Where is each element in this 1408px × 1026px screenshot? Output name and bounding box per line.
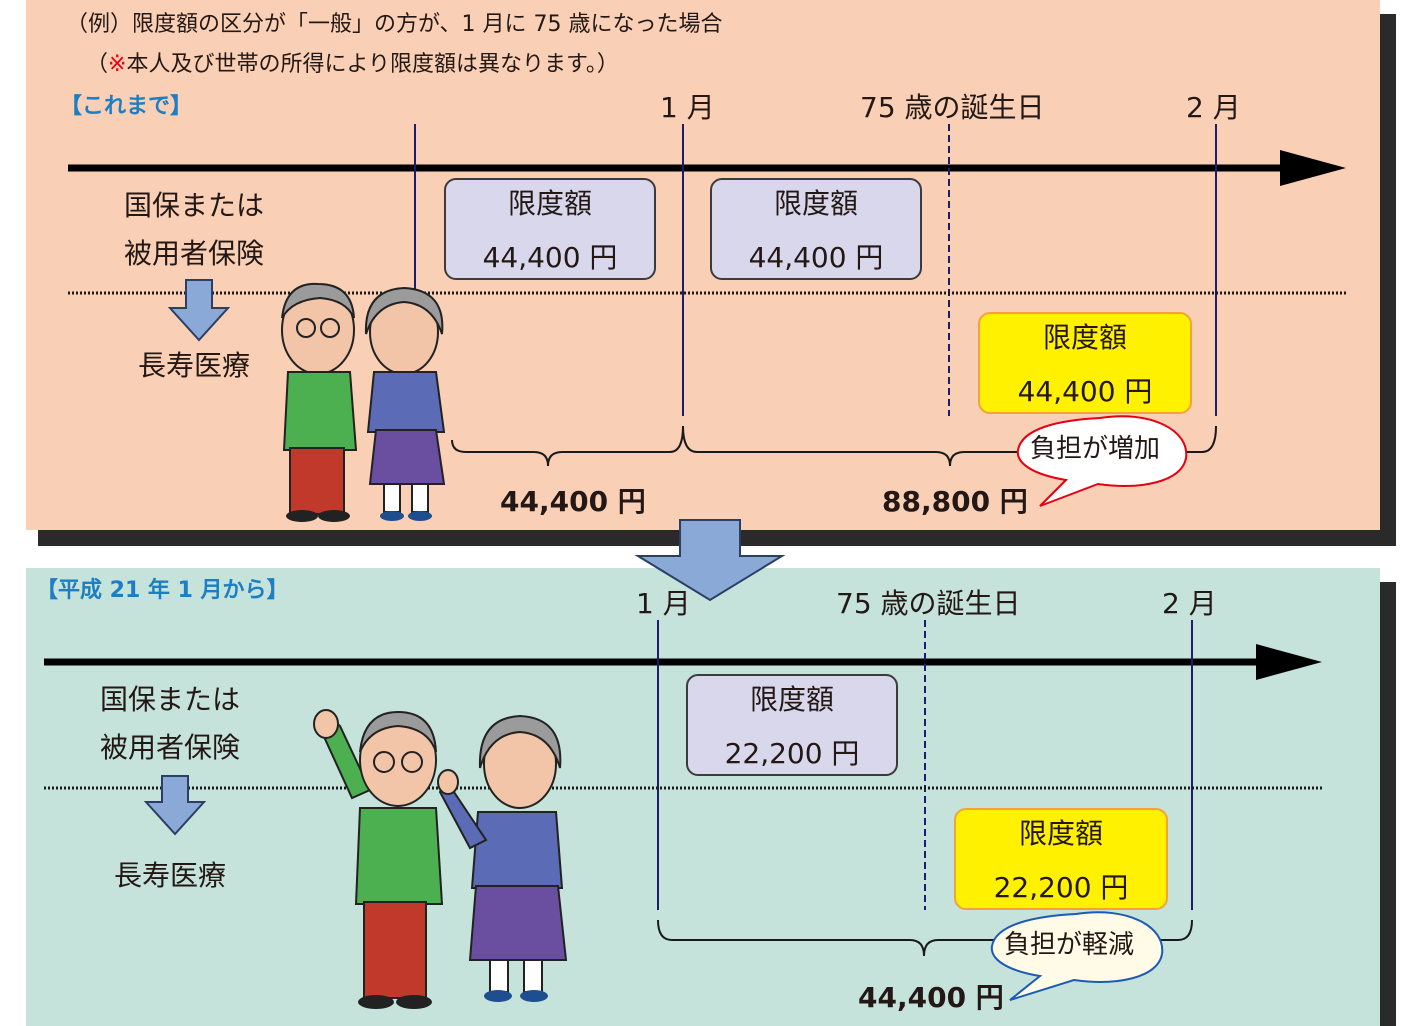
- transition-arrow-center-icon: [634, 519, 786, 602]
- before-section-label: 【これまで】: [60, 94, 193, 119]
- limit-box-top-3: 限度額 44,400 円: [978, 312, 1192, 414]
- insurance-upper-line1-bottom: 国保または: [100, 683, 241, 716]
- brace-2-top: [682, 425, 1217, 467]
- brace-1-top: [451, 425, 684, 467]
- limit-box-title: 限度額: [773, 187, 858, 220]
- note-mark: ※: [108, 52, 127, 77]
- limit-box-top-1: 限度額 44,400 円: [444, 178, 656, 280]
- burden-decrease-label: 負担が軽減: [1004, 930, 1135, 960]
- after-section-label: 【平成 21 年 1 月から】: [36, 578, 289, 603]
- limit-box-amount: 22,200 円: [724, 737, 860, 770]
- limit-box-title: 限度額: [1042, 321, 1127, 354]
- limit-box-amount: 44,400 円: [748, 241, 884, 274]
- label-feb-bottom: 2 月: [1162, 587, 1217, 620]
- note-open-paren: （: [86, 52, 109, 77]
- insurance-upper-line2-bottom: 被用者保険: [100, 731, 241, 764]
- total-second-period-top: 88,800 円: [882, 485, 1028, 518]
- insurance-upper-line2-top: 被用者保険: [124, 237, 265, 270]
- transition-arrow-small-icon: [143, 775, 207, 836]
- limit-box-title: 限度額: [1018, 817, 1103, 850]
- timeline-arrowhead-top: [1280, 150, 1346, 186]
- total-bottom: 44,400 円: [858, 981, 1004, 1014]
- example-description: （例）限度額の区分が「一般」の方が、1 月に 75 歳になった場合: [66, 12, 723, 37]
- speech-bubble-top: [1016, 415, 1188, 507]
- income-note: （※本人及び世帯の所得により限度額は異なります。）: [86, 54, 619, 76]
- happy-elderly-couple-illustration: [313, 709, 568, 1009]
- label-birthday-bottom: 75 歳の誕生日: [836, 587, 1021, 620]
- limit-box-title: 限度額: [749, 683, 834, 716]
- limit-box-amount: 44,400 円: [1017, 375, 1153, 408]
- limit-box-bottom-2: 限度額 22,200 円: [954, 808, 1168, 910]
- label-birthday-top: 75 歳の誕生日: [860, 91, 1045, 124]
- limit-box-title: 限度額: [507, 187, 592, 220]
- limit-box-amount: 22,200 円: [993, 871, 1129, 904]
- note-text: 本人及び世帯の所得により限度額は異なります。）: [126, 52, 619, 77]
- transition-arrow-icon: [167, 279, 231, 342]
- timeline-arrowhead-bottom: [1256, 644, 1322, 680]
- total-first-period-top: 44,400 円: [500, 485, 646, 518]
- label-feb-top: 2 月: [1186, 91, 1241, 124]
- insurance-lower-bottom: 長寿医療: [114, 859, 227, 892]
- insurance-lower-top: 長寿医療: [138, 349, 251, 382]
- speech-bubble-bottom: [990, 911, 1164, 1001]
- limit-box-top-2: 限度額 44,400 円: [710, 178, 922, 280]
- limit-box-bottom-1: 限度額 22,200 円: [686, 674, 898, 776]
- limit-box-amount: 44,400 円: [482, 241, 618, 274]
- insurance-upper-line1-top: 国保または: [124, 189, 265, 222]
- burden-increase-label: 負担が増加: [1030, 434, 1161, 464]
- worried-elderly-couple-illustration: [281, 282, 446, 522]
- label-jan-bottom: 1 月: [636, 587, 691, 620]
- brace-bottom: [657, 919, 1193, 957]
- label-jan-top: 1 月: [660, 91, 715, 124]
